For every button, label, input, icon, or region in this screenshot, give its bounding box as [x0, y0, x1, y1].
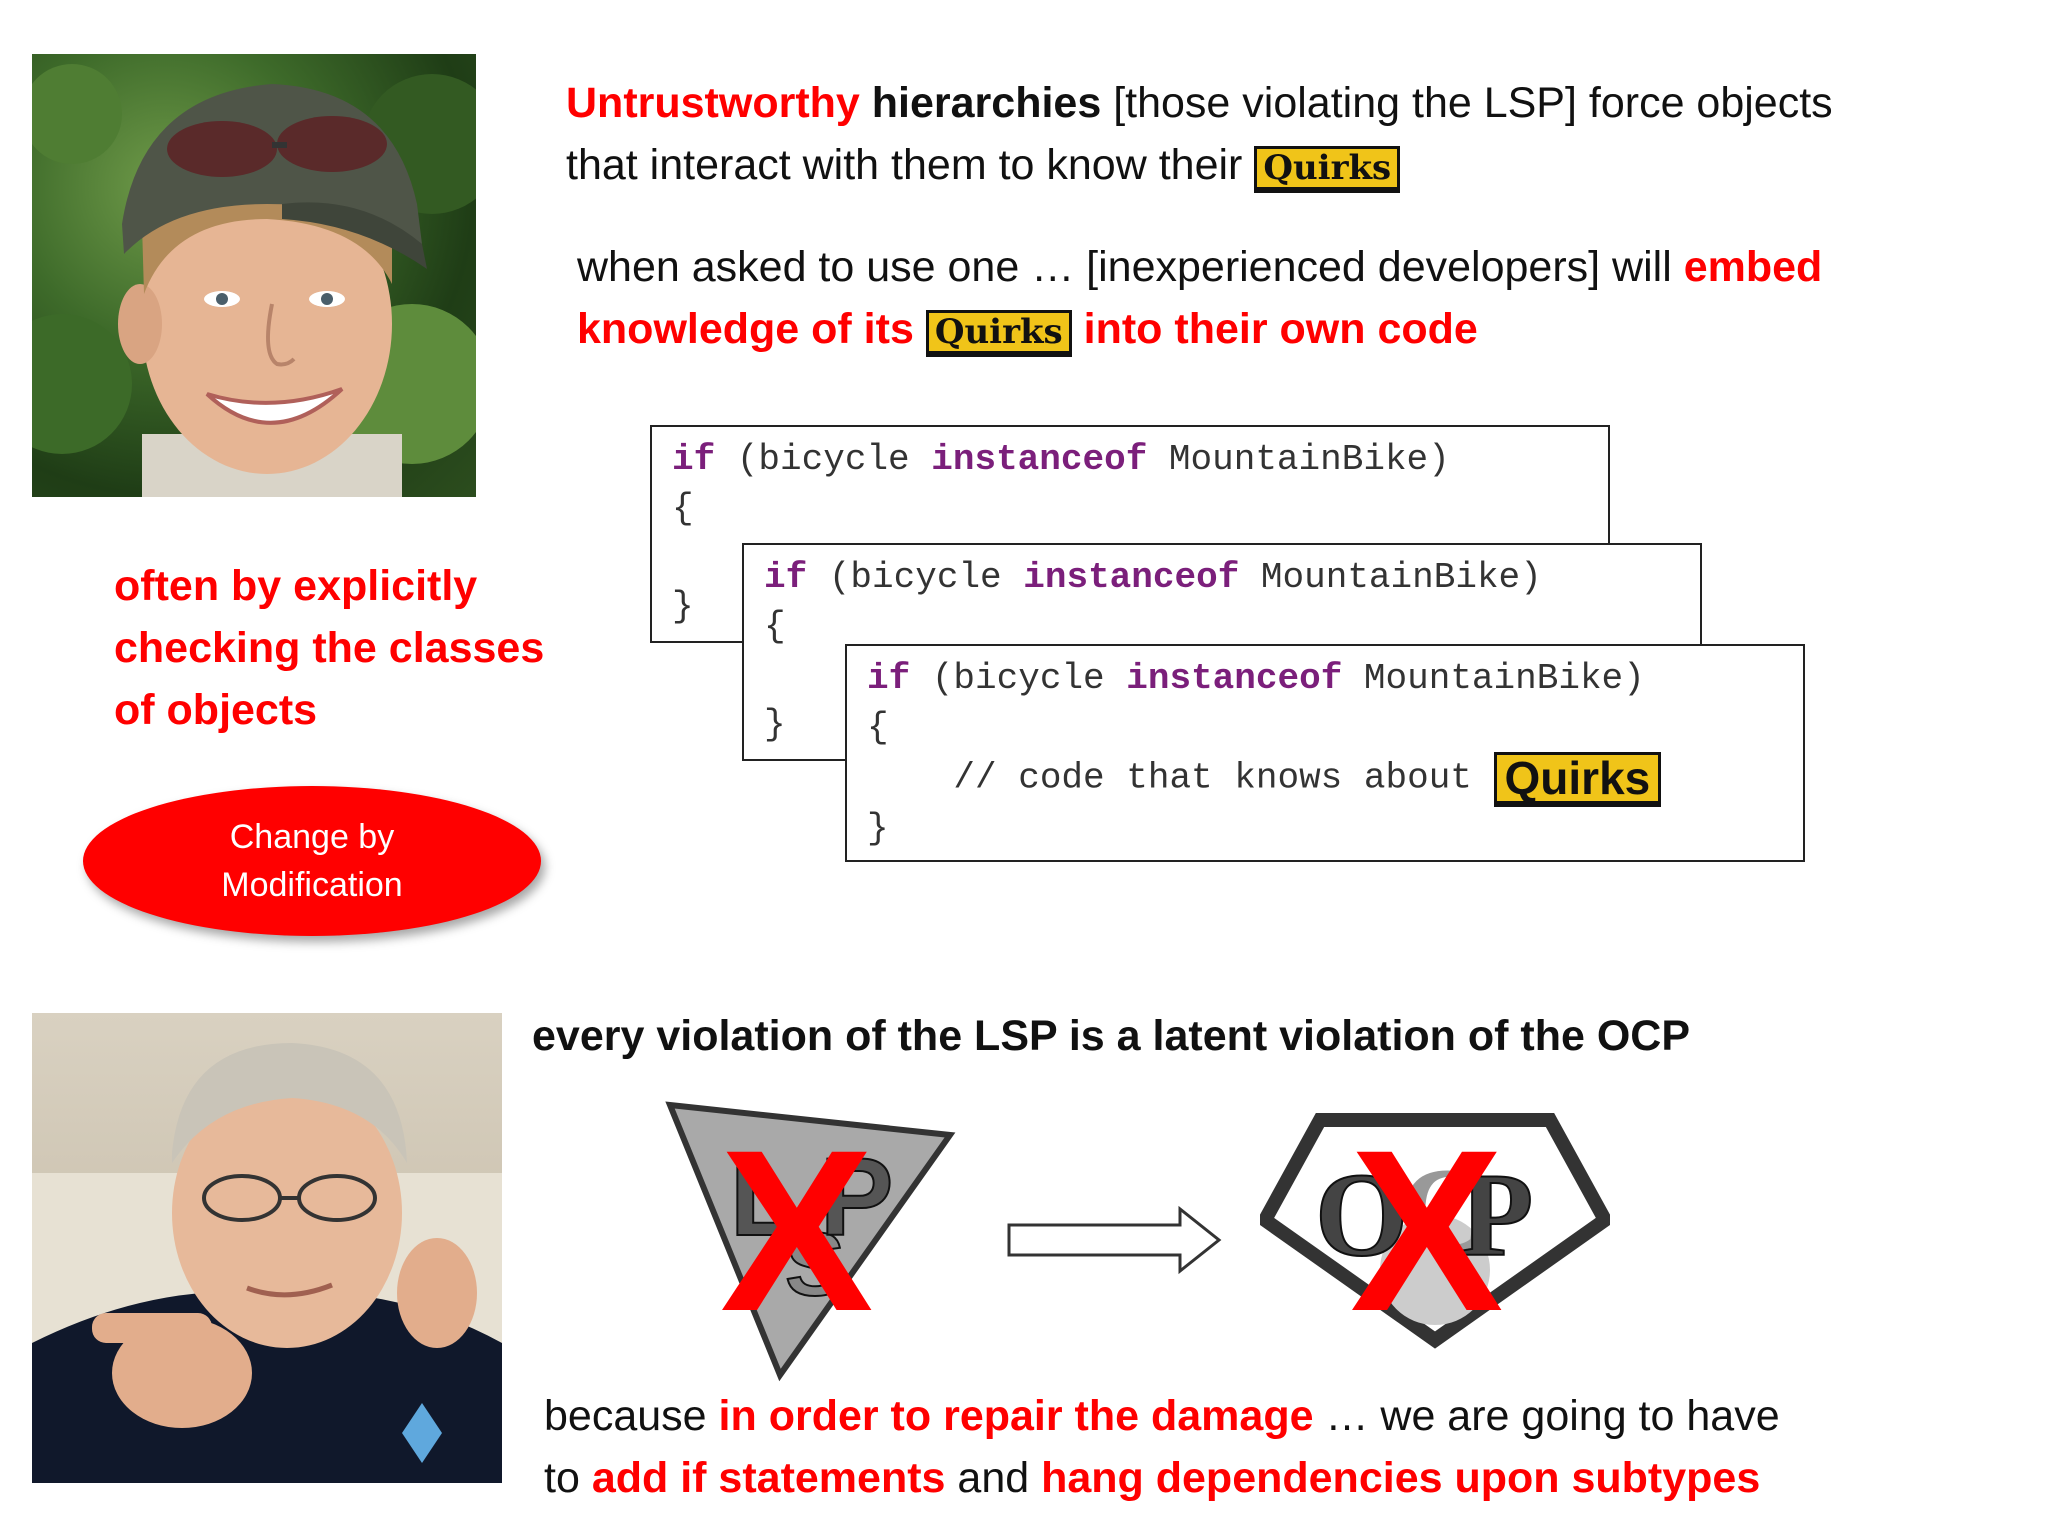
keyword-instanceof: instanceof	[931, 439, 1148, 480]
ocp-diamond-icon: O C P X	[1255, 1102, 1615, 1359]
conclusion-line-2: to add if statements and hang dependenci…	[544, 1447, 2024, 1509]
quirks-logo: Quirks	[1493, 752, 1662, 804]
headline-rest: [those violating the LSP] force objects	[1101, 79, 1833, 127]
code-close-brace: }	[672, 586, 694, 627]
left-note-line-1: often by explicitly	[114, 562, 478, 610]
headline-line-1: Untrustworthy hierarchies [those violati…	[566, 72, 2016, 134]
code-condition-close: MountainBike)	[1342, 658, 1645, 699]
conclusion-repair-damage: in order to repair the damage	[718, 1392, 1314, 1440]
code-line-if: if (bicycle instanceof MountainBike)	[764, 553, 1680, 602]
keyword-if: if	[672, 439, 716, 480]
arrow-icon	[1005, 1205, 1225, 1275]
left-note-line-3: of objects	[114, 686, 318, 734]
keyword-instanceof: instanceof	[1126, 658, 1343, 699]
lsp-letter-l: L	[730, 1136, 797, 1259]
embed-knowledge: knowledge of its	[577, 305, 914, 353]
right-arrow-icon	[1007, 1205, 1222, 1275]
conclusion-because: because	[544, 1392, 719, 1440]
quirks-logo: Quirks	[925, 309, 1072, 354]
keyword-if: if	[867, 658, 911, 699]
embed-line1-text: when asked to use one … [inexperienced d…	[577, 243, 1684, 291]
headline-hierarchies: hierarchies	[871, 79, 1102, 127]
code-condition-close: MountainBike)	[1239, 557, 1542, 598]
code-line-if: if (bicycle instanceof MountainBike)	[672, 435, 1588, 484]
change-button-line-1: Change by	[229, 818, 395, 856]
headline-line-2: that interact with them to know their Qu…	[566, 134, 2016, 196]
conclusion-add-if: add if statements	[591, 1454, 946, 1502]
headline-paragraph: Untrustworthy hierarchies [those violati…	[566, 72, 2016, 196]
change-button-text: Change by Modification	[221, 813, 402, 909]
code-comment-line: // code that knows about Quirks	[867, 752, 1783, 804]
keyword-instanceof: instanceof	[1023, 557, 1240, 598]
code-condition-open: (bicycle	[715, 439, 932, 480]
keyword-if: if	[764, 557, 808, 598]
embed-word: embed	[1683, 243, 1823, 291]
conclusion-paragraph: because in order to repair the damage … …	[544, 1385, 2024, 1509]
code-close-brace: }	[764, 704, 786, 745]
code-open-brace: {	[764, 606, 786, 647]
left-note-line-2: checking the classes	[114, 624, 545, 672]
lsp-logo: L S P X	[660, 1085, 960, 1385]
code-close-brace: }	[867, 808, 889, 849]
left-note: often by explicitly checking the classes…	[114, 555, 544, 741]
conclusion-line-1: because in order to repair the damage … …	[544, 1385, 2024, 1447]
embed-into-code: into their own code	[1071, 305, 1478, 353]
lsp-letter-p: P	[820, 1136, 893, 1259]
photo-robert-martin	[32, 1013, 502, 1483]
photo-barbara-liskov	[32, 54, 476, 497]
change-by-modification-button[interactable]: Change by Modification	[83, 786, 541, 936]
conclusion-and: and	[945, 1454, 1042, 1502]
lsp-x-mark: X	[720, 1102, 873, 1359]
code-open-brace: {	[672, 488, 694, 529]
portrait-illustration	[32, 1043, 502, 1483]
change-button-line-2: Modification	[221, 866, 403, 904]
headline-untrustworthy: Untrustworthy	[566, 79, 860, 127]
embed-line-1: when asked to use one … [inexperienced d…	[577, 236, 2027, 298]
portrait-illustration	[32, 64, 476, 497]
code-condition-open: (bicycle	[807, 557, 1024, 598]
conclusion-hang-dependencies: hang dependencies upon subtypes	[1041, 1454, 1761, 1502]
conclusion-going-to-have: … we are going to have	[1313, 1392, 1780, 1440]
code-condition-close: MountainBike)	[1147, 439, 1450, 480]
lsp-letter-s: S	[785, 1215, 845, 1315]
quirks-logo: Quirks	[1254, 145, 1401, 190]
ocp-letter-o: O	[1315, 1148, 1408, 1281]
code-line-if: if (bicycle instanceof MountainBike)	[867, 654, 1783, 703]
headline-line2-text: that interact with them to know their	[566, 141, 1243, 189]
code-condition-open: (bicycle	[910, 658, 1127, 699]
ocp-letter-p: P	[1460, 1148, 1533, 1281]
ocp-logo: O C P X	[1255, 1080, 1615, 1359]
embed-line-2: knowledge of its Quirks into their own c…	[577, 298, 2027, 360]
code-box-3: if (bicycle instanceof MountainBike) { /…	[845, 644, 1805, 862]
embed-paragraph: when asked to use one … [inexperienced d…	[577, 236, 2027, 360]
code-open-brace: {	[867, 707, 889, 748]
ocp-letter-c: C	[1400, 1143, 1487, 1276]
code-comment: // code that knows about	[867, 757, 1494, 799]
ocp-x-mark: X	[1350, 1102, 1503, 1350]
conclusion-to: to	[544, 1454, 592, 1502]
lsp-triangle-icon: L S P X	[665, 1101, 956, 1382]
lsp-ocp-heading: every violation of the LSP is a latent v…	[532, 1012, 1691, 1060]
